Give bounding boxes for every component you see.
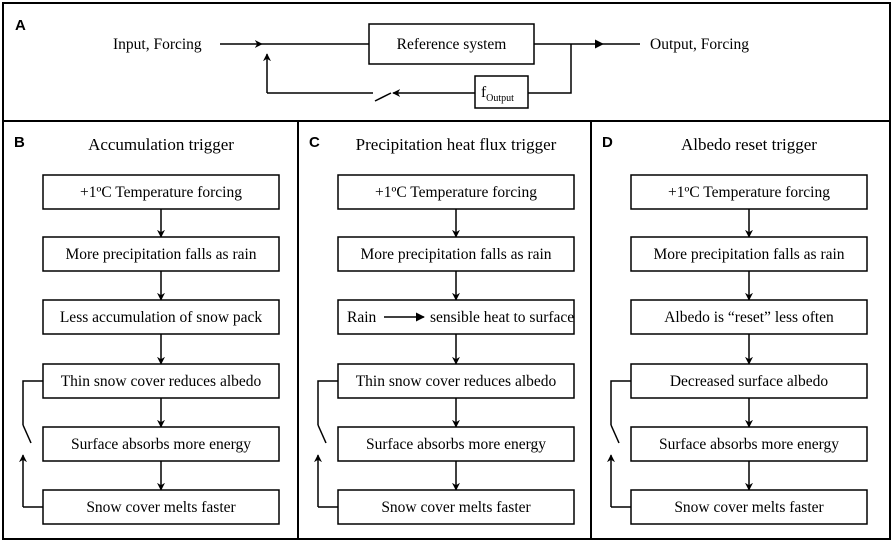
trigger-panels: B Accumulation trigger +1ºC Temperature fo… — [14, 134, 868, 525]
feedback-switch — [610, 424, 620, 444]
f-sub: Output — [486, 93, 514, 104]
step-box — [337, 299, 575, 335]
step-box — [337, 174, 575, 210]
panel-c-title: Precipitation heat flux trigger — [356, 135, 557, 154]
step-box — [630, 236, 868, 272]
step-text: Decreased surface albedo — [670, 373, 829, 390]
feedback-switch — [22, 424, 32, 444]
step-box — [42, 236, 280, 272]
feedback-top — [22, 380, 43, 425]
f-main: f — [481, 84, 487, 101]
step-text: More precipitation falls as rain — [360, 246, 551, 263]
step-box — [337, 489, 575, 525]
panel-c: C Precipitation heat flux trigger +1ºC Tem… — [309, 134, 575, 525]
feedback-top — [610, 380, 631, 425]
input-label: Input, Forcing — [113, 36, 202, 53]
switch — [374, 92, 392, 102]
step-box — [42, 426, 280, 462]
panel-b-letter: B — [14, 134, 25, 151]
reference-system-box — [368, 23, 535, 65]
panel-b: B Accumulation trigger +1ºC Temperature fo… — [14, 134, 280, 525]
step-box — [42, 174, 280, 210]
step-text: Thin snow cover reduces albedo — [61, 373, 262, 390]
step-box — [337, 426, 575, 462]
step-text: Less accumulation of snow pack — [60, 309, 263, 326]
panel-a: A Input, Forcing Reference system Output… — [15, 17, 749, 109]
step-text: Surface absorbs more energy — [366, 436, 546, 453]
panel-a-letter: A — [15, 17, 26, 34]
step-text: More precipitation falls as rain — [653, 246, 844, 263]
step-text: More precipitation falls as rain — [65, 246, 256, 263]
step-text: +1ºC Temperature forcing — [375, 184, 537, 201]
step-text: Surface absorbs more energy — [659, 436, 839, 453]
feedback-line-right — [528, 44, 572, 94]
step-box — [337, 363, 575, 399]
step-text: Albedo is “reset” less often — [664, 309, 834, 326]
step-text: Snow cover melts faster — [674, 499, 824, 516]
step-text: Surface absorbs more energy — [71, 436, 251, 453]
step-box — [42, 489, 280, 525]
step-box — [630, 489, 868, 525]
step-text-rain: Rain — [347, 309, 377, 326]
step-text: +1ºC Temperature forcing — [668, 184, 830, 201]
step-text: +1ºC Temperature forcing — [80, 184, 242, 201]
step-text: Thin snow cover reduces albedo — [356, 373, 557, 390]
step-box — [630, 426, 868, 462]
panel-b-title: Accumulation trigger — [88, 135, 234, 154]
panel-c-letter: C — [309, 134, 320, 151]
output-label: Output, Forcing — [650, 36, 749, 53]
panel-d-letter: D — [602, 134, 613, 151]
step-text-heat: sensible heat to surface — [430, 309, 574, 326]
f-output-box — [474, 75, 529, 109]
feedback-switch — [317, 424, 327, 444]
step-text: Rain — [347, 309, 377, 326]
step-text: Snow cover melts faster — [381, 499, 531, 516]
step-text: Snow cover melts faster — [86, 499, 236, 516]
step-box — [630, 299, 868, 335]
reference-system-label: Reference system — [397, 36, 507, 53]
step-box — [630, 174, 868, 210]
feedback-top — [317, 380, 338, 425]
f-output-label: fOutput — [481, 84, 514, 104]
panel-d: D Albedo reset trigger +1ºC Temperature fo… — [602, 134, 868, 525]
panel-d-title: Albedo reset trigger — [681, 135, 817, 154]
